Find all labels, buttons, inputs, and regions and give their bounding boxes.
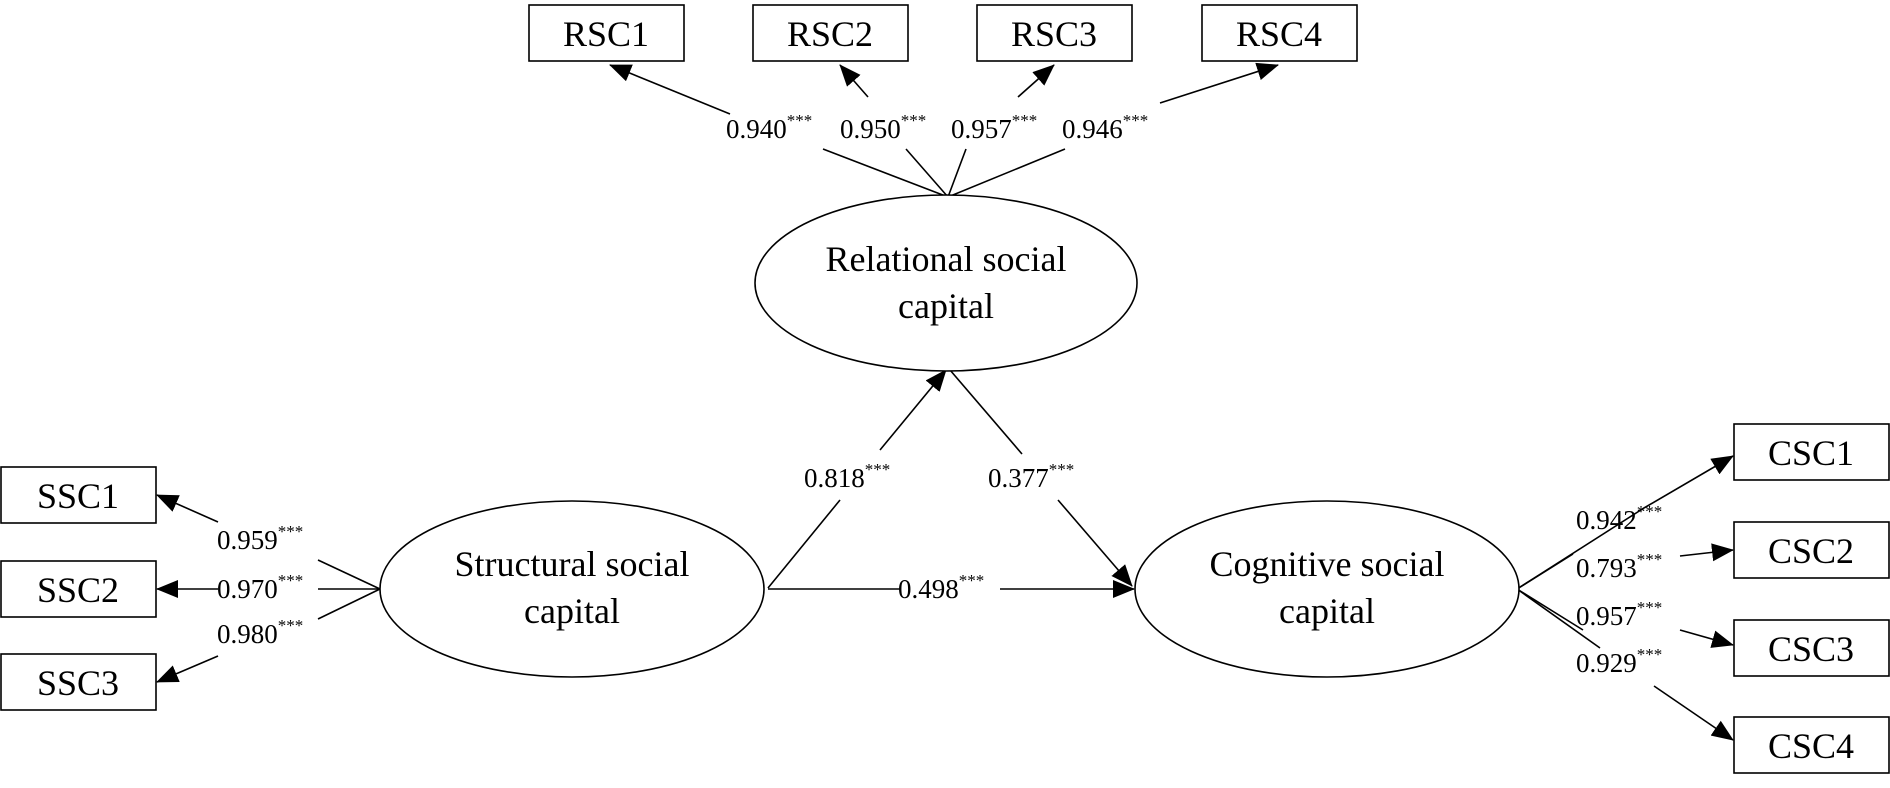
loading-line-ssc1 bbox=[317, 559, 381, 590]
construct-csc: Cognitive social capital bbox=[1134, 500, 1520, 678]
indicator-box-ssc3 bbox=[0, 653, 157, 711]
indicator-box-csc2 bbox=[1733, 521, 1890, 579]
indicator-label-rsc1: RSC1 bbox=[563, 14, 649, 54]
construct-ssc: Structural social capital bbox=[379, 500, 765, 678]
loading-label-rsc2: 0.950*** bbox=[840, 111, 926, 144]
loading-label-rsc4: 0.946*** bbox=[1062, 111, 1148, 144]
indicator-label-csc4: CSC4 bbox=[1768, 726, 1854, 766]
indicator-label-rsc2: RSC2 bbox=[787, 14, 873, 54]
path-arrow-rsc-csc-head bbox=[1057, 499, 1133, 587]
loading-line-csc4 bbox=[1516, 588, 1601, 649]
indicator-boxes bbox=[0, 4, 1890, 774]
loading-line-rsc1 bbox=[822, 148, 949, 198]
path-label-ssc-rsc: 0.818*** bbox=[804, 460, 890, 493]
loading-arrow-ssc3 bbox=[156, 655, 219, 683]
indicator-box-csc1 bbox=[1733, 423, 1890, 481]
construct-csc-label-line1: Cognitive social bbox=[1210, 544, 1445, 584]
construct-rsc: Relational social capital bbox=[754, 194, 1138, 372]
indicator-box-rsc4 bbox=[1201, 4, 1358, 62]
indicator-box-rsc1 bbox=[528, 4, 685, 62]
indicator-label-csc2: CSC2 bbox=[1768, 531, 1854, 571]
path-arrow-ssc-rsc bbox=[767, 499, 841, 589]
indicator-label-rsc3: RSC3 bbox=[1011, 14, 1097, 54]
loading-label-csc3: 0.957*** bbox=[1576, 598, 1662, 631]
indicator-box-rsc2 bbox=[752, 4, 909, 62]
loading-arrow-csc3 bbox=[1679, 629, 1734, 648]
indicator-box-ssc1 bbox=[0, 466, 157, 524]
path-arrow-rsc-csc bbox=[949, 369, 1023, 455]
loading-line-csc2 bbox=[1516, 553, 1574, 590]
path-arrow-ssc-rsc-head bbox=[879, 369, 947, 451]
indicator-box-ssc2 bbox=[0, 560, 157, 618]
loading-label-rsc3: 0.957*** bbox=[951, 111, 1037, 144]
indicator-box-csc4 bbox=[1733, 716, 1890, 774]
construct-ssc-label-line2: capital bbox=[524, 591, 620, 631]
path-label-rsc-csc: 0.377*** bbox=[988, 460, 1074, 493]
indicator-label-ssc1: SSC1 bbox=[37, 476, 119, 516]
indicator-label-csc3: CSC3 bbox=[1768, 629, 1854, 669]
indicator-label-csc1: CSC1 bbox=[1768, 433, 1854, 473]
indicator-box-csc3 bbox=[1733, 619, 1890, 677]
loading-label-ssc2: 0.970*** bbox=[217, 571, 303, 604]
loading-label-csc1: 0.942*** bbox=[1576, 502, 1662, 535]
loading-line-rsc2 bbox=[905, 148, 949, 198]
indicator-labels: RSC1 RSC2 RSC3 RSC4 SSC1 SSC2 SSC3 CSC1 … bbox=[37, 14, 1854, 766]
construct-csc-ellipse bbox=[1134, 500, 1520, 678]
loading-arrow-csc4 bbox=[1653, 685, 1734, 741]
loading-line-ssc3 bbox=[317, 588, 381, 620]
loading-arrow-csc1 bbox=[1643, 455, 1734, 509]
loading-label-csc4: 0.929*** bbox=[1576, 645, 1662, 678]
indicator-box-rsc3 bbox=[976, 4, 1133, 62]
construct-ssc-label-line1: Structural social bbox=[455, 544, 690, 584]
loading-arrow-rsc4 bbox=[1159, 62, 1279, 104]
connectors bbox=[156, 62, 1734, 741]
coefficient-labels: 0.940*** 0.950*** 0.957*** 0.946*** 0.95… bbox=[217, 111, 1662, 678]
construct-rsc-label-line1: Relational social bbox=[826, 239, 1067, 279]
loading-line-csc3 bbox=[1516, 588, 1584, 631]
loading-label-ssc3: 0.980*** bbox=[217, 616, 303, 649]
construct-rsc-label-line2: capital bbox=[898, 286, 994, 326]
loading-label-ssc1: 0.959*** bbox=[217, 522, 303, 555]
construct-csc-label-line2: capital bbox=[1279, 591, 1375, 631]
path-label-ssc-csc: 0.498*** bbox=[898, 571, 984, 604]
indicator-label-ssc3: SSC3 bbox=[37, 663, 119, 703]
construct-ssc-ellipse bbox=[379, 500, 765, 678]
loading-arrow-ssc1 bbox=[156, 494, 219, 523]
indicator-label-ssc2: SSC2 bbox=[37, 570, 119, 610]
loading-arrow-rsc3 bbox=[1017, 64, 1055, 98]
indicator-label-rsc4: RSC4 bbox=[1236, 14, 1322, 54]
loading-label-csc2: 0.793*** bbox=[1576, 550, 1662, 583]
loading-label-rsc1: 0.940*** bbox=[726, 111, 812, 144]
loading-line-rsc4 bbox=[947, 148, 1066, 198]
loading-arrow-csc2 bbox=[1679, 543, 1734, 562]
loading-arrow-rsc2 bbox=[839, 64, 869, 98]
loading-arrow-rsc1 bbox=[609, 64, 731, 115]
loading-line-rsc3 bbox=[947, 148, 967, 198]
construct-rsc-ellipse bbox=[754, 194, 1138, 372]
